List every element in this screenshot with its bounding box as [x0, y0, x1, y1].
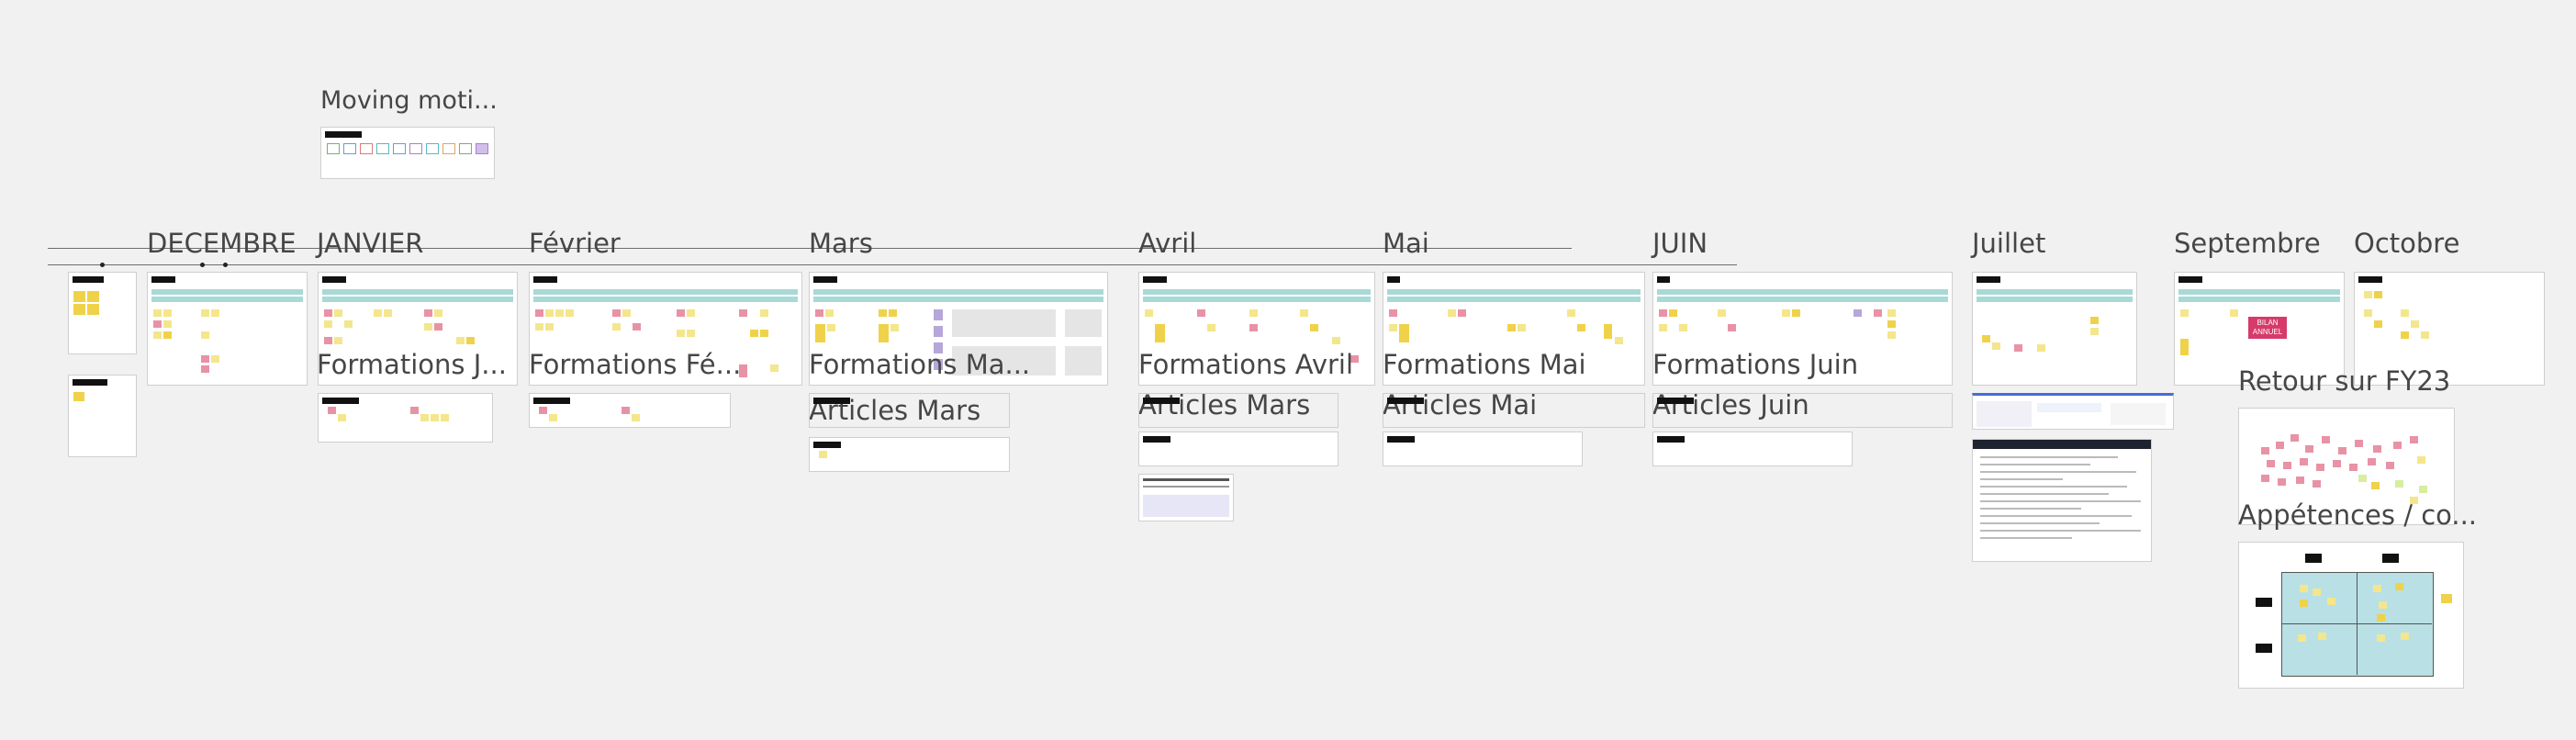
formations-label-juin[interactable]: Formations Juin — [1652, 349, 1859, 380]
planning-frame-janvier[interactable] — [318, 272, 518, 386]
timeline-dot — [200, 263, 205, 267]
planning-frame-octobre[interactable] — [2354, 272, 2545, 386]
articles-label-juin[interactable]: Articles Juin — [1652, 389, 1809, 420]
screenshot-thumbnail-juillet-2[interactable] — [1972, 439, 2152, 562]
month-label-juillet[interactable]: Juillet — [1972, 228, 2046, 259]
screenshot-thumbnail-avril[interactable] — [1138, 474, 1234, 521]
articles-frame-avril-2[interactable] — [1138, 432, 1338, 466]
appetences-frame[interactable] — [2238, 542, 2464, 689]
articles-frame-juin-2[interactable] — [1652, 432, 1853, 466]
month-label-avril[interactable]: Avril — [1138, 228, 1197, 259]
planning-frame-fevrier[interactable] — [529, 272, 802, 386]
articles-frame-mars[interactable] — [809, 393, 1010, 428]
month-label-mars[interactable]: Mars — [809, 228, 873, 259]
month-label-mai[interactable]: Mai — [1383, 228, 1429, 259]
articles-frame-mars-2[interactable] — [809, 437, 1010, 472]
timeline-line-top — [48, 248, 1572, 249]
articles-label-avril[interactable]: Articles Mars — [1138, 389, 1311, 420]
frame-title-moving[interactable]: Moving moti... — [320, 86, 498, 115]
timeline-dot — [100, 263, 105, 267]
timeline-line-bottom — [48, 264, 1737, 265]
formations-label-avril[interactable]: Formations Avril — [1138, 349, 1354, 380]
screenshot-thumbnail-juillet-1[interactable] — [1972, 393, 2174, 430]
month-label-decembre[interactable]: DECEMBRE — [147, 228, 297, 259]
retour-frame[interactable] — [2238, 408, 2455, 525]
month-label-janvier[interactable]: JANVIER — [317, 228, 424, 259]
planning-frame-septembre[interactable]: BILAN ANNUEL — [2174, 272, 2345, 386]
formations-label-janvier[interactable]: Formations J... — [317, 349, 507, 380]
planning-frame-juin[interactable] — [1652, 272, 1953, 386]
month-label-fevrier[interactable]: Février — [529, 228, 621, 259]
articles-frame-avril[interactable] — [1138, 393, 1338, 428]
frame-title-retour[interactable]: Retour sur FY23 — [2238, 365, 2451, 397]
formations-label-fevrier[interactable]: Formations Fé... — [529, 349, 742, 380]
month-label-juin[interactable]: JUIN — [1652, 228, 1708, 259]
bilan-line-1: BILAN — [2257, 319, 2279, 327]
intro-frame-2[interactable] — [68, 375, 137, 457]
bilan-annuel-card[interactable]: BILAN ANNUEL — [2248, 317, 2287, 339]
formations-label-mars[interactable]: Formations Ma... — [809, 349, 1031, 380]
planning-frame-avril[interactable] — [1138, 272, 1375, 386]
planning-frame-juillet[interactable] — [1972, 272, 2137, 386]
planning-frame-mai[interactable] — [1383, 272, 1645, 386]
bilan-line-2: ANNUEL — [2252, 328, 2283, 336]
formations-label-mai[interactable]: Formations Mai — [1383, 349, 1586, 380]
month-label-septembre[interactable]: Septembre — [2174, 228, 2321, 259]
planning-frame-mars[interactable] — [809, 272, 1108, 386]
articles-frame-mai[interactable] — [1383, 393, 1645, 428]
articles-label-mai[interactable]: Articles Mai — [1383, 389, 1538, 420]
frame-title-appetences[interactable]: Appétences / co... — [2238, 499, 2478, 531]
intro-frame[interactable] — [68, 272, 137, 354]
articles-frame-juin[interactable] — [1652, 393, 1953, 428]
timeline-dot — [223, 263, 228, 267]
moving-frame[interactable] — [320, 127, 495, 179]
formations-frame-janvier[interactable] — [318, 393, 493, 443]
planning-frame-decembre[interactable] — [147, 272, 308, 386]
month-label-octobre[interactable]: Octobre — [2354, 228, 2460, 259]
articles-frame-mai-2[interactable] — [1383, 432, 1583, 466]
formations-frame-fevrier[interactable] — [529, 393, 731, 428]
